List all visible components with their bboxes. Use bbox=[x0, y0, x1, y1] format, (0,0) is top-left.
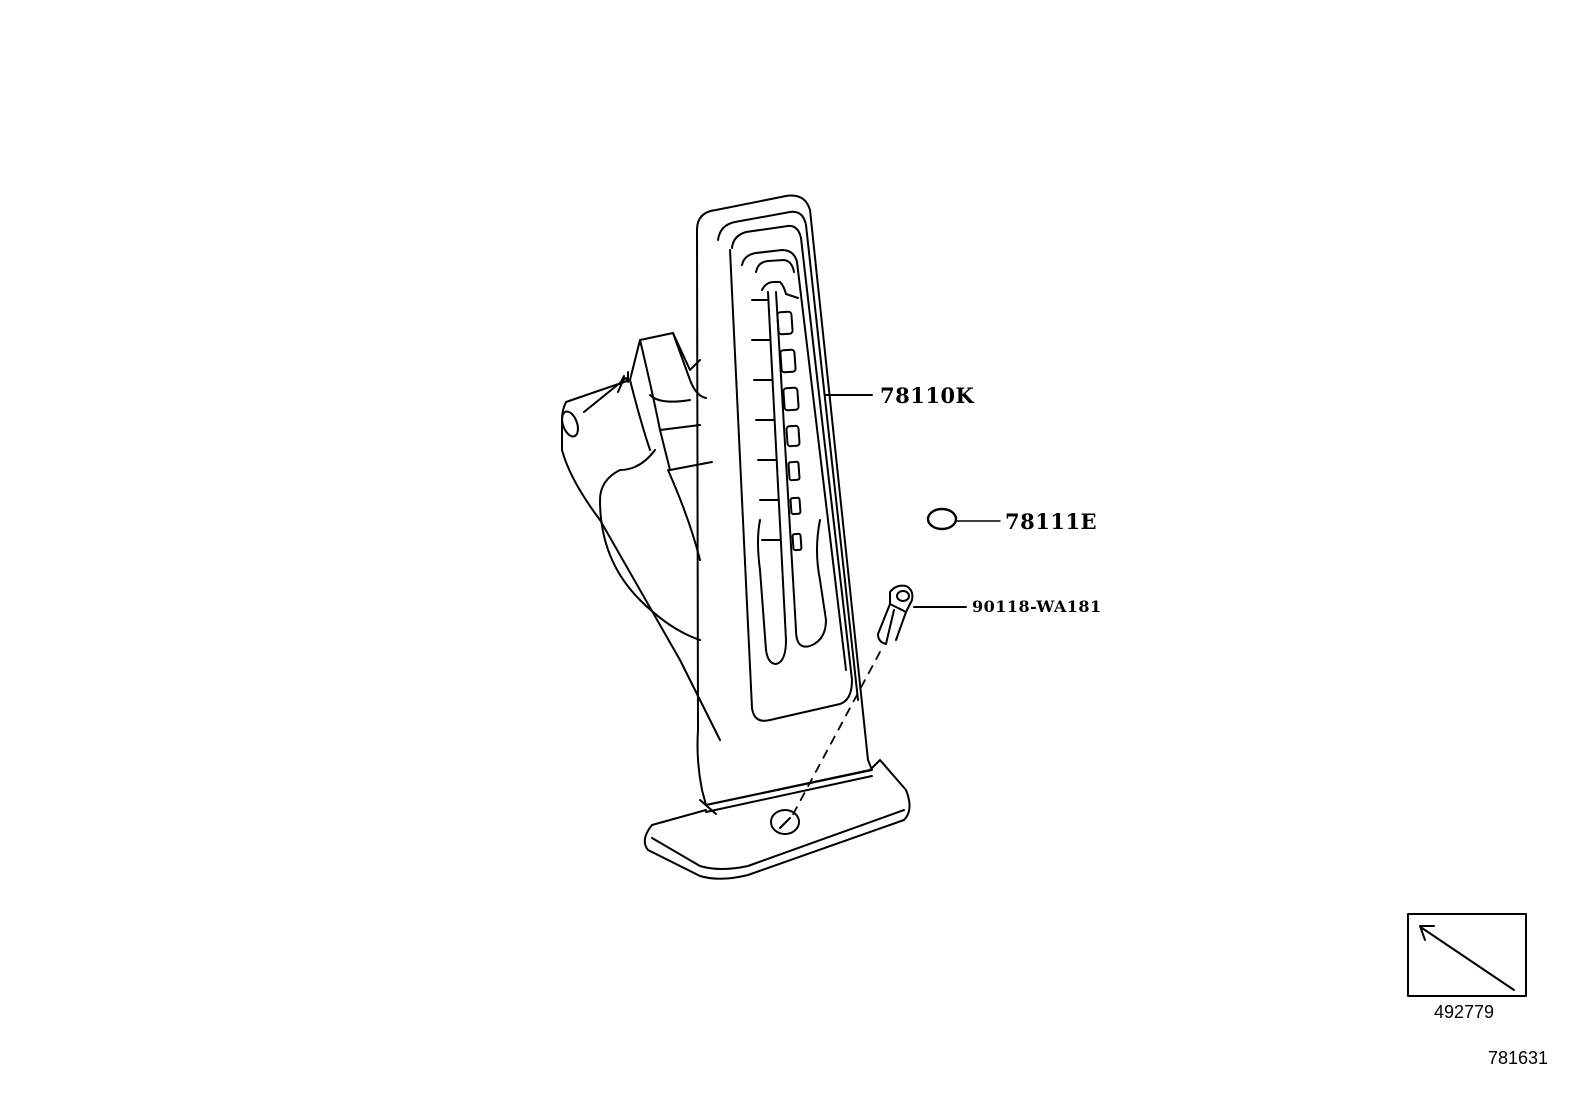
illustration-code: 781631 bbox=[1488, 1048, 1549, 1068]
pedal-pad bbox=[696, 194, 873, 806]
pedal-arm-bracket bbox=[561, 332, 721, 741]
bolt-icon bbox=[789, 584, 914, 821]
callout-label-bolt: 90118-WA181 bbox=[972, 597, 1102, 616]
callout-label-pedal: 78110K bbox=[880, 383, 975, 408]
callout-label-cap: 78111E bbox=[1005, 509, 1098, 534]
view-indicator-box bbox=[1407, 913, 1527, 997]
pedal-base bbox=[643, 759, 911, 880]
view-indicator-code: 492779 bbox=[1434, 1002, 1495, 1022]
cap-icon bbox=[926, 507, 958, 531]
